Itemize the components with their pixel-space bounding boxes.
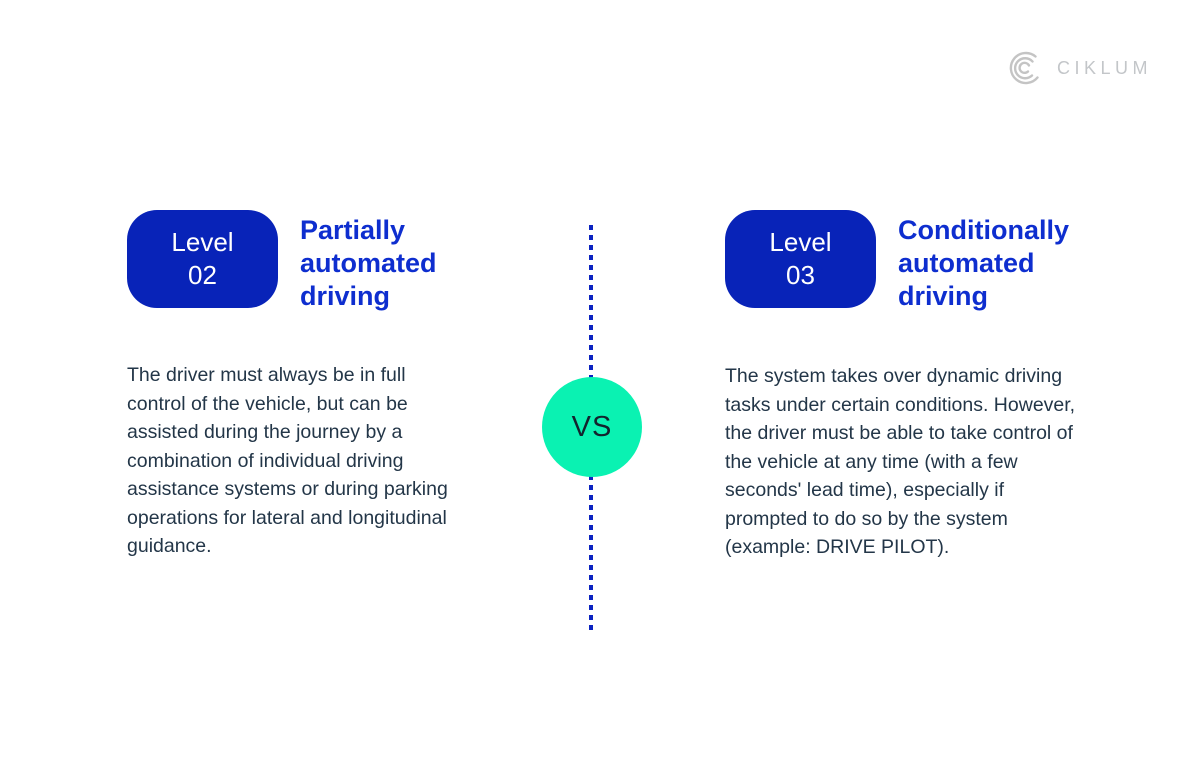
- logo-wordmark: CIKLUM: [1056, 57, 1152, 78]
- card-description-level-03: The system takes over dynamic driving ta…: [725, 365, 1076, 558]
- vs-badge: VS: [542, 377, 642, 477]
- badge-level-label: Level: [171, 227, 234, 257]
- card-title-level-03: Conditionally automated driving: [898, 215, 1069, 311]
- card-level-02: Level 02 Partially automated driving: [127, 210, 460, 313]
- level-03-badge: Level 03: [725, 210, 876, 308]
- card-title-level-02: Partially automated driving: [300, 215, 437, 311]
- ciklum-logo: CIKLUM: [1005, 48, 1152, 88]
- badge-level-number: 03: [786, 260, 815, 290]
- card-description-level-02: The driver must always be in full contro…: [127, 364, 448, 557]
- badge-level-label: Level: [769, 227, 832, 257]
- vs-label: VS: [571, 410, 613, 443]
- ciklum-arcs-icon: [1005, 48, 1045, 88]
- card-level-03: Level 03 Conditionally automated driving: [725, 210, 1098, 313]
- badge-level-number: 02: [188, 260, 217, 290]
- level-02-badge: Level 02: [127, 210, 278, 308]
